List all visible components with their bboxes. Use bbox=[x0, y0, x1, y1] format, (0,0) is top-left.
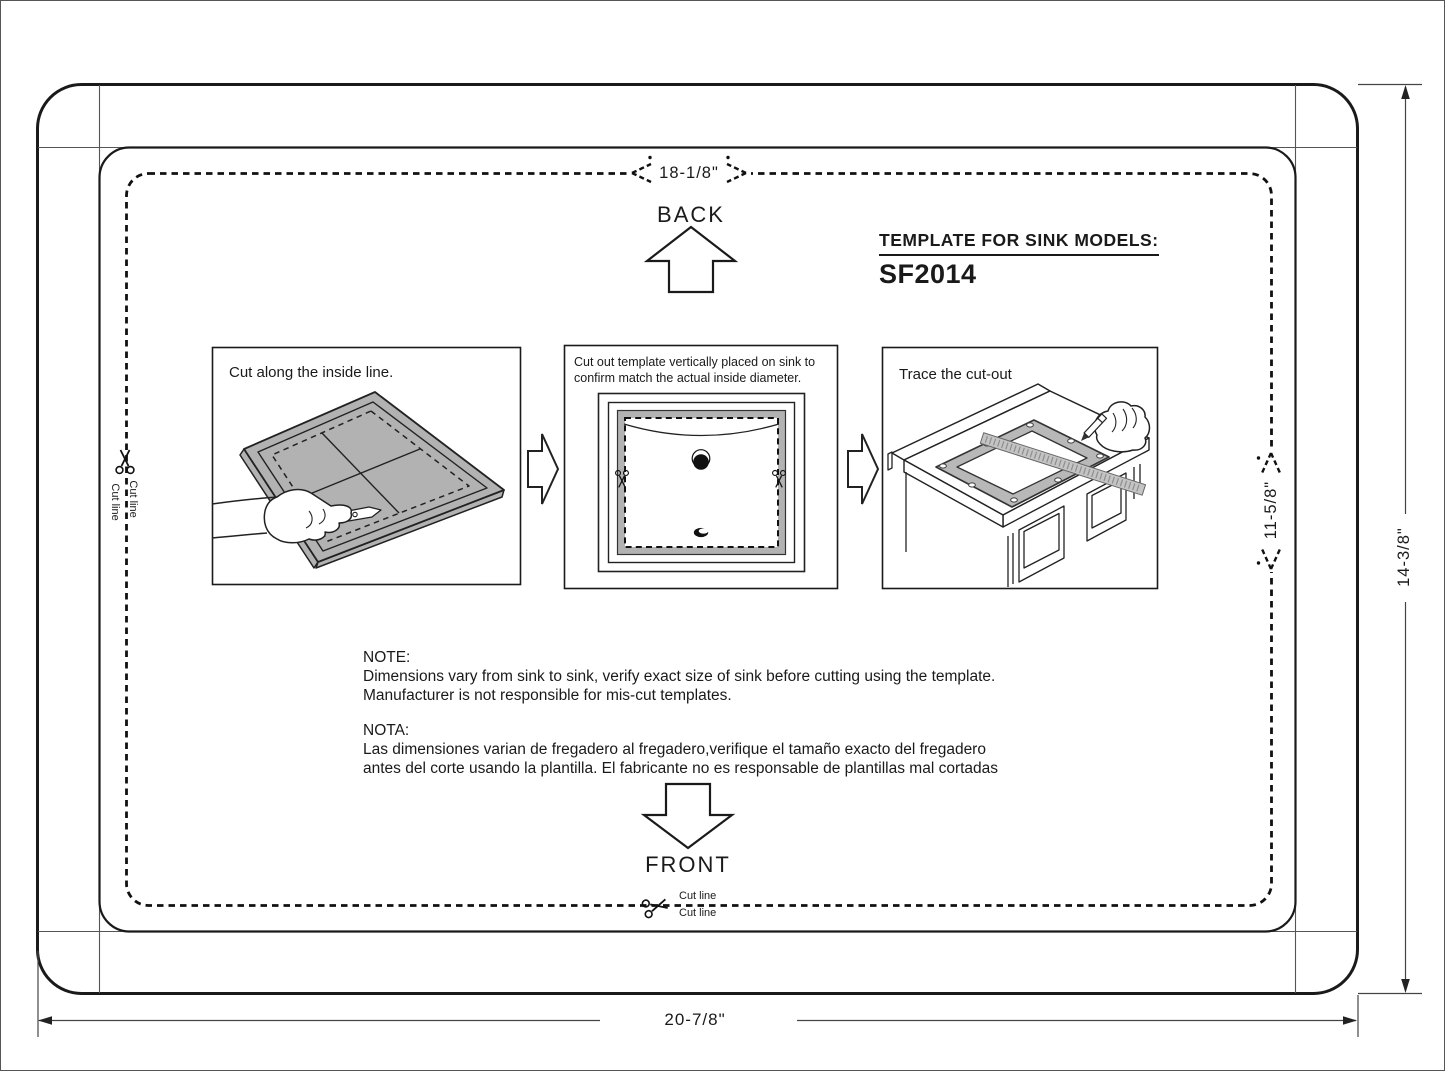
inner-template-outline bbox=[98, 146, 1297, 933]
step2-illustration bbox=[597, 392, 806, 573]
model-number: SF2014 bbox=[879, 259, 977, 289]
dimension-arrowheads bbox=[38, 85, 1410, 1025]
top-dim-gap bbox=[627, 164, 751, 183]
step2-caption-line1: Cut out template vertically placed on si… bbox=[574, 355, 816, 369]
dim-chevron-dots bbox=[648, 155, 1261, 565]
cut-line-label-bottom-1: Cut line bbox=[679, 890, 717, 902]
step3-illustration bbox=[887, 383, 1151, 587]
dim-bottom-width: 20-7/8" bbox=[664, 1010, 726, 1029]
front-label: FRONT bbox=[645, 852, 731, 877]
cut-line-label-bottom-2: Cut line bbox=[679, 907, 717, 919]
step3-caption: Trace the cut-out bbox=[899, 366, 1012, 383]
note-line2: Manufacturer is not responsible for mis-… bbox=[363, 687, 732, 704]
nota-line1: Las dimensiones varian de fregadero al f… bbox=[363, 741, 986, 758]
nota-line2: antes del corte usando la plantilla. El … bbox=[363, 760, 999, 777]
cut-line-label-left-1: Cut line bbox=[127, 480, 140, 518]
dim-top-width: 18-1/8" bbox=[659, 164, 719, 182]
note-line1: Dimensions vary from sink to sink, verif… bbox=[363, 668, 996, 685]
note-heading: NOTE: bbox=[363, 649, 411, 666]
dim-right-outer-height: 14-3/8" bbox=[1394, 527, 1413, 587]
cut-line-dashed-outline bbox=[125, 172, 1273, 907]
right-dim-gap bbox=[1261, 450, 1282, 572]
dimension-lines bbox=[37, 83, 1422, 1037]
nota-heading: NOTA: bbox=[363, 722, 410, 739]
dim-chevrons bbox=[631, 162, 1282, 570]
back-label: BACK bbox=[657, 202, 725, 227]
front-arrow-icon bbox=[640, 782, 736, 850]
back-arrow-icon bbox=[643, 225, 739, 294]
template-heading: TEMPLATE FOR SINK MODELS: bbox=[879, 230, 1159, 257]
step2-caption-line2: confirm match the actual inside diameter… bbox=[574, 371, 802, 385]
dim-right-inner-height: 11-5/8" bbox=[1261, 480, 1280, 540]
step1-illustration bbox=[211, 391, 505, 569]
step1-caption: Cut along the inside line. bbox=[229, 364, 394, 381]
pencil-icon bbox=[1081, 413, 1108, 441]
ruler bbox=[979, 432, 1147, 496]
cut-line-label-left-2: Cut line bbox=[109, 483, 122, 521]
